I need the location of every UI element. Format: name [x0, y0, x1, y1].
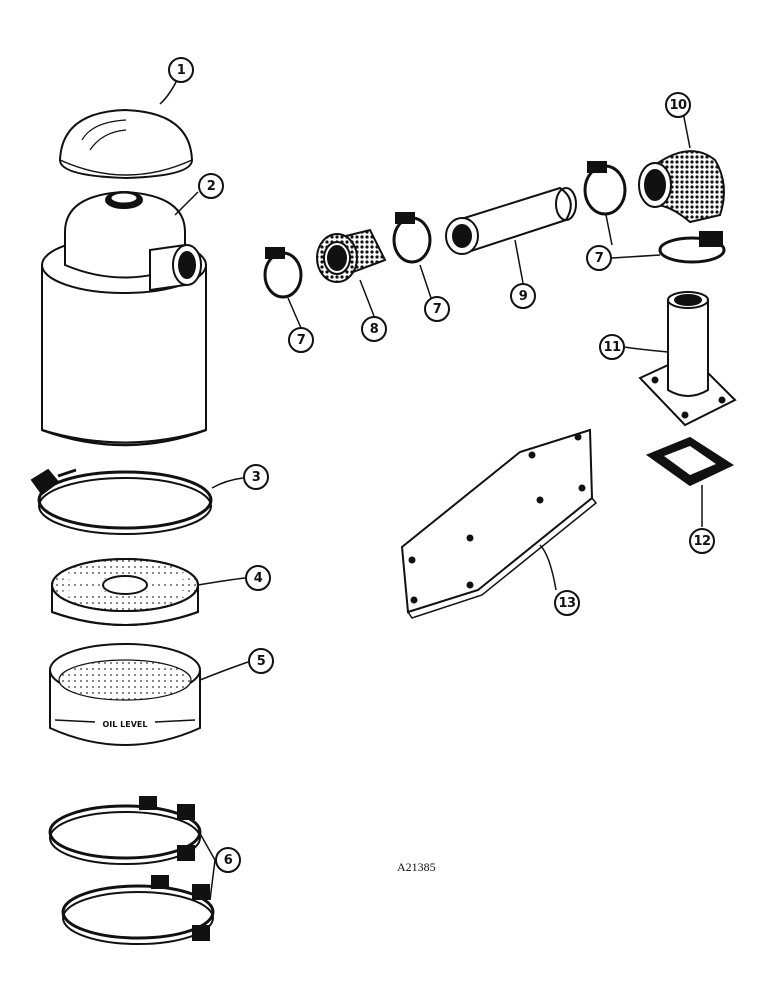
oil-level-marking: OIL LEVEL [103, 720, 148, 729]
part-cleaner-body [41, 190, 207, 447]
callout-11: 11 [599, 334, 625, 360]
part-inlet-pipe [638, 291, 737, 427]
callout-7: 7 [424, 296, 450, 322]
part-mounting-bands [48, 796, 215, 945]
part-hose-clamp [658, 231, 726, 264]
callout-9: 9 [510, 283, 536, 309]
callout-12: 12 [689, 528, 715, 554]
drawing-code: A21385 [397, 860, 436, 874]
part-plate [400, 428, 598, 619]
leader-lines [159, 77, 703, 901]
callout-4: 4 [245, 565, 271, 591]
callout-1: 1 [168, 57, 194, 83]
part-tube [445, 186, 577, 255]
callout-7: 7 [288, 327, 314, 353]
part-filter-element [51, 558, 199, 626]
callout-5: 5 [248, 648, 274, 674]
part-hose-clamp [583, 161, 627, 216]
callout-7: 7 [586, 245, 612, 271]
callout-2: 2 [198, 173, 224, 199]
part-elbow [638, 150, 725, 224]
callout-13: 13 [554, 590, 580, 616]
callout-8: 8 [361, 316, 387, 342]
part-cap [58, 108, 194, 180]
part-oil-cup: OIL LEVEL [49, 643, 201, 746]
part-gasket [645, 436, 735, 487]
callout-3: 3 [243, 464, 269, 490]
part-hose-clamp [392, 212, 432, 264]
part-band-clamp [30, 468, 213, 535]
callout-10: 10 [665, 92, 691, 118]
part-hose-clamp [263, 247, 303, 299]
callout-6: 6 [215, 847, 241, 873]
part-hose [316, 228, 387, 283]
